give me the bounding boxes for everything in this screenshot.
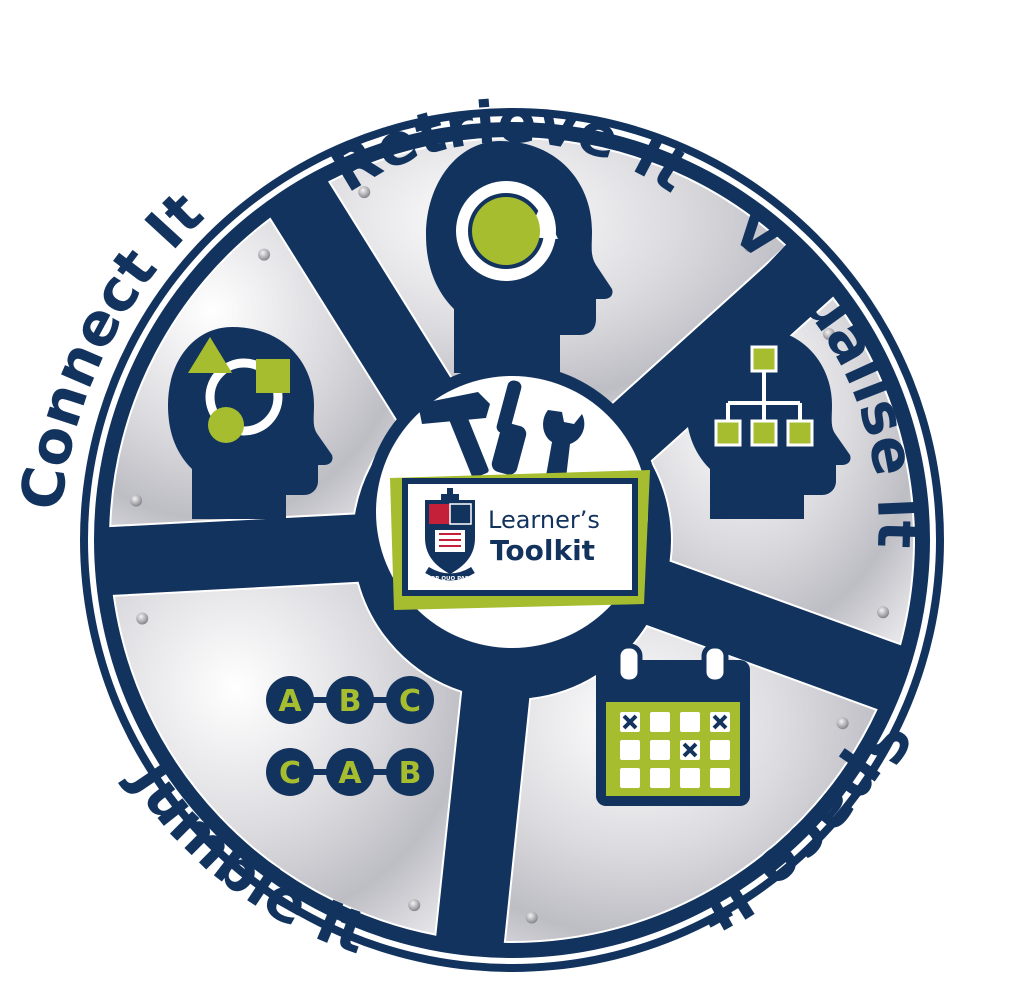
abc-jumble-icon: A B C C A B <box>266 676 434 796</box>
jumble-row: A B C <box>266 676 434 724</box>
jumble-letter: A <box>278 684 302 719</box>
calendar-day <box>680 712 700 732</box>
toolbox-icon <box>418 380 585 478</box>
screw-icon <box>130 494 143 507</box>
brand-line-1: Learner’s <box>488 506 600 534</box>
jumble-row: C A B <box>266 748 434 796</box>
screw-icon <box>822 328 835 341</box>
jumble-letter: A <box>338 756 362 791</box>
jumble-letter: C <box>399 684 421 719</box>
head-hierarchy-icon <box>686 327 851 519</box>
jumble-letter: B <box>339 684 362 719</box>
brand-line-2: Toolkit <box>490 534 595 567</box>
head-shapes-icon <box>168 327 333 519</box>
screw-icon <box>743 240 756 253</box>
cross-mark-icon <box>622 714 638 730</box>
calendar-icon <box>596 643 750 806</box>
screw-icon <box>836 717 849 730</box>
calendar-day <box>650 768 670 788</box>
cross-mark-icon <box>682 742 698 758</box>
calendar-day <box>620 768 640 788</box>
calendar-day <box>680 768 700 788</box>
calendar-day <box>650 740 670 760</box>
cross-mark-icon <box>712 714 728 730</box>
screw-icon <box>258 248 271 261</box>
calendar-grid <box>620 712 730 788</box>
jumble-letter: C <box>279 756 301 791</box>
calendar-day <box>650 712 670 732</box>
calendar-day <box>620 740 640 760</box>
calendar-day <box>710 768 730 788</box>
screw-icon <box>136 612 149 625</box>
screw-icon <box>408 899 421 912</box>
screw-icon <box>358 186 371 199</box>
hub: FORTIOR QUO PARATIOR Learner’s Toolkit <box>364 364 660 660</box>
screw-icon <box>877 606 890 619</box>
jumble-letter: B <box>399 756 422 791</box>
screw-icon <box>525 911 538 924</box>
crest-motto: FORTIOR QUO PARATIOR <box>412 576 488 582</box>
calendar-day <box>710 740 730 760</box>
head-cycle-icon <box>426 141 613 373</box>
school-crest-icon: FORTIOR QUO PARATIOR <box>412 488 488 582</box>
